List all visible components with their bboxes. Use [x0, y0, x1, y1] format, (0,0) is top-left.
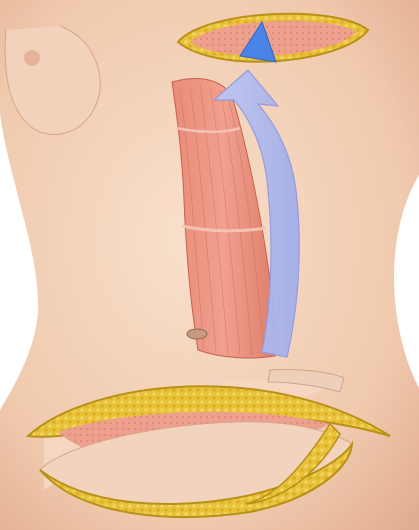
navel — [187, 329, 207, 339]
nipple — [24, 50, 40, 66]
